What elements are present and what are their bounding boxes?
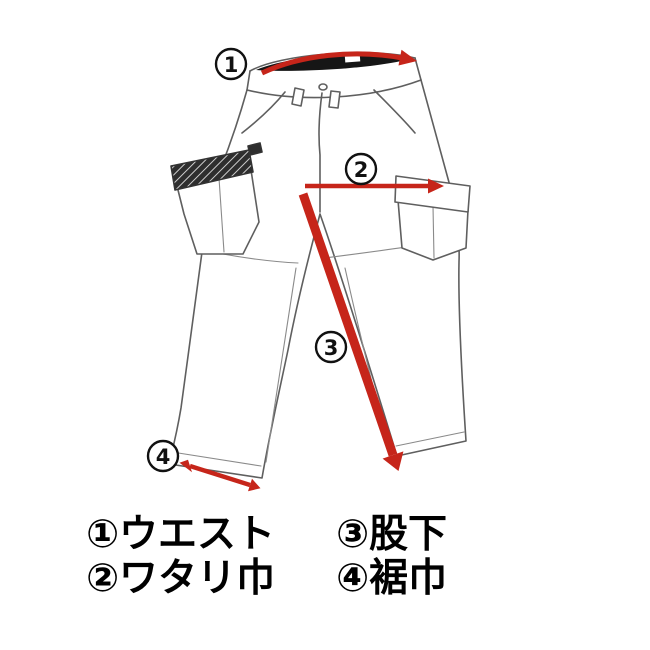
marker-thigh-width: 2 — [344, 152, 378, 186]
marker-inseam-digit: 3 — [324, 336, 339, 360]
left-cuff-line — [171, 451, 262, 467]
right-pocket-fold — [432, 205, 435, 259]
measurement-arrows — [179, 49, 444, 492]
marker-hem-width-circle — [146, 439, 180, 473]
legend-row-1: ①ウエスト ③股下 — [86, 514, 564, 556]
thigh-width-arrow-head — [428, 178, 444, 194]
marker-inseam: 3 — [314, 330, 348, 364]
marker-inseam-circle — [314, 330, 348, 364]
legend-item-waist: ①ウエスト — [86, 512, 276, 557]
pants-silhouette — [168, 79, 467, 479]
waist-arrow-line — [260, 51, 403, 76]
legend-row-2: ②ワタリ巾 ④裾巾 — [86, 558, 564, 600]
marker-waist: 1 — [214, 47, 248, 81]
inseam-arrow-line — [298, 192, 398, 457]
waistband-left-edge — [246, 70, 251, 91]
belt-loop — [291, 87, 305, 107]
fly-seam — [318, 92, 323, 213]
legend-item-inseam: ③股下 — [336, 512, 448, 557]
waist-arrow — [260, 49, 417, 76]
marker-waist-digit: 1 — [224, 53, 239, 77]
inseam-arrow-head — [382, 451, 404, 471]
right-cuff-line — [395, 431, 465, 447]
legend-item-thigh-width: ②ワタリ巾 — [86, 556, 276, 601]
marker-thigh-width-circle — [344, 152, 378, 186]
left-slash-pocket — [241, 91, 286, 134]
measurement-legend: ①ウエスト ③股下 ②ワタリ巾 ④裾巾 — [0, 514, 650, 600]
hem-width-arrow-head-right — [248, 478, 261, 492]
hem-width-arrow-head-left — [179, 459, 192, 473]
pants-illustration — [168, 51, 471, 479]
marker-hem-width: 4 — [146, 439, 180, 473]
hem-width-arrow — [179, 459, 261, 492]
left-pocket-flap — [170, 149, 254, 191]
marker-hem-width-digit: 4 — [156, 445, 171, 469]
left-pocket-fold — [218, 177, 225, 253]
waist-button — [318, 83, 328, 91]
waistband-right-edge — [414, 57, 422, 81]
belt-loop — [328, 90, 341, 109]
thigh-width-arrow — [305, 178, 444, 194]
legend-item-hem-width: ④裾巾 — [336, 556, 448, 601]
waistband-interior — [256, 54, 409, 71]
marker-waist-circle — [214, 47, 248, 81]
left-leg-crease — [265, 267, 297, 463]
left-pocket-clip — [247, 142, 263, 156]
waist-arrow-head — [398, 49, 417, 66]
inseam-arrow — [298, 192, 404, 471]
right-slash-pocket — [373, 89, 416, 134]
marker-thigh-width-digit: 2 — [354, 158, 369, 182]
hem-width-arrow-line — [189, 463, 251, 488]
